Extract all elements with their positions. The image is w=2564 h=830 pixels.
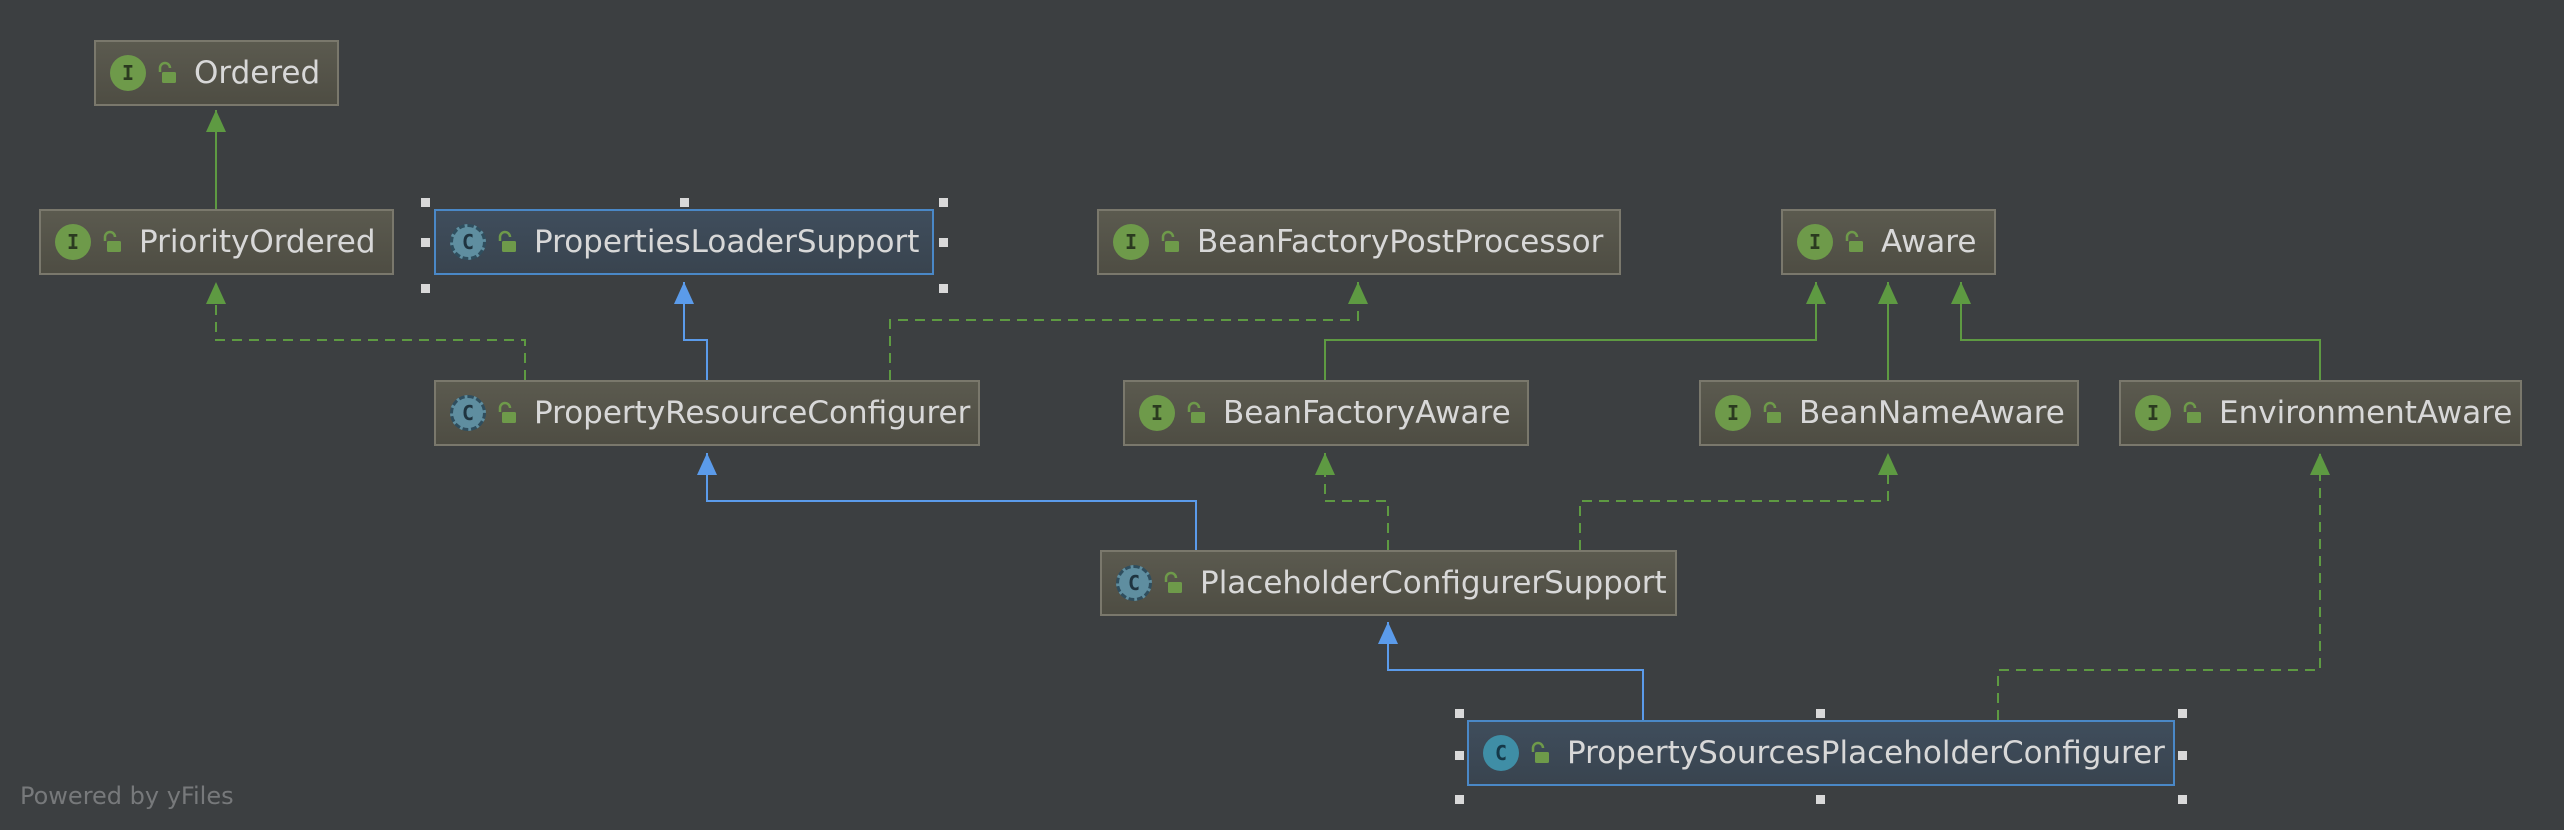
arrowhead [1878, 453, 1898, 475]
selection-handle[interactable] [1816, 709, 1825, 718]
public-lock-icon [1531, 741, 1549, 763]
node-priority-ordered[interactable]: I PriorityOrdered [39, 209, 394, 275]
selection-handle[interactable] [1455, 795, 1464, 804]
node-aware[interactable]: I Aware [1781, 209, 1996, 275]
node-label: BeanNameAware [1799, 395, 2065, 431]
node-label: PropertyResourceConfigurer [534, 395, 971, 431]
node-label: Aware [1881, 224, 1977, 260]
node-label: PropertySourcesPlaceholderConfigurer [1567, 735, 2165, 771]
arrowhead [206, 110, 226, 132]
arrowhead [697, 453, 717, 475]
arrowhead [1348, 282, 1368, 304]
edge-pcs-bna [1579, 453, 1889, 550]
selection-handle[interactable] [421, 284, 430, 293]
interface-icon: I [1139, 395, 1175, 431]
selection-handle[interactable] [421, 198, 430, 207]
public-lock-icon [498, 230, 516, 252]
node-bean-factory-post-processor[interactable]: I BeanFactoryPostProcessor [1097, 209, 1621, 275]
node-label: PlaceholderConfigurerSupport [1200, 565, 1667, 601]
node-label: BeanFactoryPostProcessor [1197, 224, 1604, 260]
node-label: EnvironmentAware [2219, 395, 2513, 431]
edge-prc-pls [683, 282, 708, 380]
public-lock-icon [158, 61, 176, 83]
selection-handle[interactable] [1455, 709, 1464, 718]
public-lock-icon [1763, 401, 1781, 423]
arrowhead [1315, 453, 1335, 475]
node-ordered[interactable]: I Ordered [94, 40, 339, 106]
edge-ea-aware [1960, 282, 2321, 380]
node-bean-name-aware[interactable]: I BeanNameAware [1699, 380, 2079, 446]
public-lock-icon [103, 230, 121, 252]
node-property-resource-configurer[interactable]: C PropertyResourceConfigurer [434, 380, 980, 446]
selection-handle[interactable] [939, 284, 948, 293]
abstract-class-icon: C [450, 224, 486, 260]
arrowhead [1951, 282, 1971, 304]
public-lock-icon [2183, 401, 2201, 423]
powered-by-footer: Powered by yFiles [20, 782, 234, 810]
public-lock-icon [1164, 571, 1182, 593]
public-lock-icon [1161, 230, 1179, 252]
node-property-sources-placeholder-configurer[interactable]: C PropertySourcesPlaceholderConfigurer [1467, 720, 2175, 786]
selection-handle[interactable] [421, 238, 430, 247]
selection-handle[interactable] [2178, 795, 2187, 804]
selection-handle[interactable] [1455, 751, 1464, 760]
edge-pcs-prc [706, 453, 1197, 550]
arrowhead [674, 282, 694, 304]
selection-handle[interactable] [2178, 751, 2187, 760]
interface-icon: I [110, 55, 146, 91]
public-lock-icon [1187, 401, 1205, 423]
edge-bfa-aware [1324, 282, 1817, 380]
abstract-class-icon: C [450, 395, 486, 431]
node-label: PropertiesLoaderSupport [534, 224, 920, 260]
abstract-class-icon: C [1116, 565, 1152, 601]
edge-prc-bfpp [889, 282, 1359, 380]
node-label: Ordered [194, 55, 321, 91]
selection-handle[interactable] [939, 198, 948, 207]
arrowhead [1806, 282, 1826, 304]
node-label: BeanFactoryAware [1223, 395, 1511, 431]
class-icon: C [1483, 735, 1519, 771]
interface-icon: I [1113, 224, 1149, 260]
selection-handle[interactable] [939, 238, 948, 247]
arrowhead [206, 282, 226, 304]
edge-prc-priorityordered [215, 282, 526, 380]
public-lock-icon [1845, 230, 1863, 252]
selection-handle[interactable] [680, 198, 689, 207]
interface-icon: I [1715, 395, 1751, 431]
node-placeholder-configurer-support[interactable]: C PlaceholderConfigurerSupport [1100, 550, 1677, 616]
edge-pspc-ea [1997, 453, 2321, 720]
selection-handle[interactable] [2178, 709, 2187, 718]
arrowhead [1878, 282, 1898, 304]
edge-pcs-bfa [1324, 453, 1389, 550]
arrowhead [1378, 622, 1398, 644]
node-bean-factory-aware[interactable]: I BeanFactoryAware [1123, 380, 1529, 446]
node-properties-loader-support[interactable]: C PropertiesLoaderSupport [434, 209, 934, 275]
interface-icon: I [2135, 395, 2171, 431]
public-lock-icon [498, 401, 516, 423]
interface-icon: I [1797, 224, 1833, 260]
node-label: PriorityOrdered [139, 224, 376, 260]
edge-pspc-pcs [1387, 622, 1644, 720]
node-environment-aware[interactable]: I EnvironmentAware [2119, 380, 2522, 446]
interface-icon: I [55, 224, 91, 260]
arrowhead [2310, 453, 2330, 475]
selection-handle[interactable] [1816, 795, 1825, 804]
